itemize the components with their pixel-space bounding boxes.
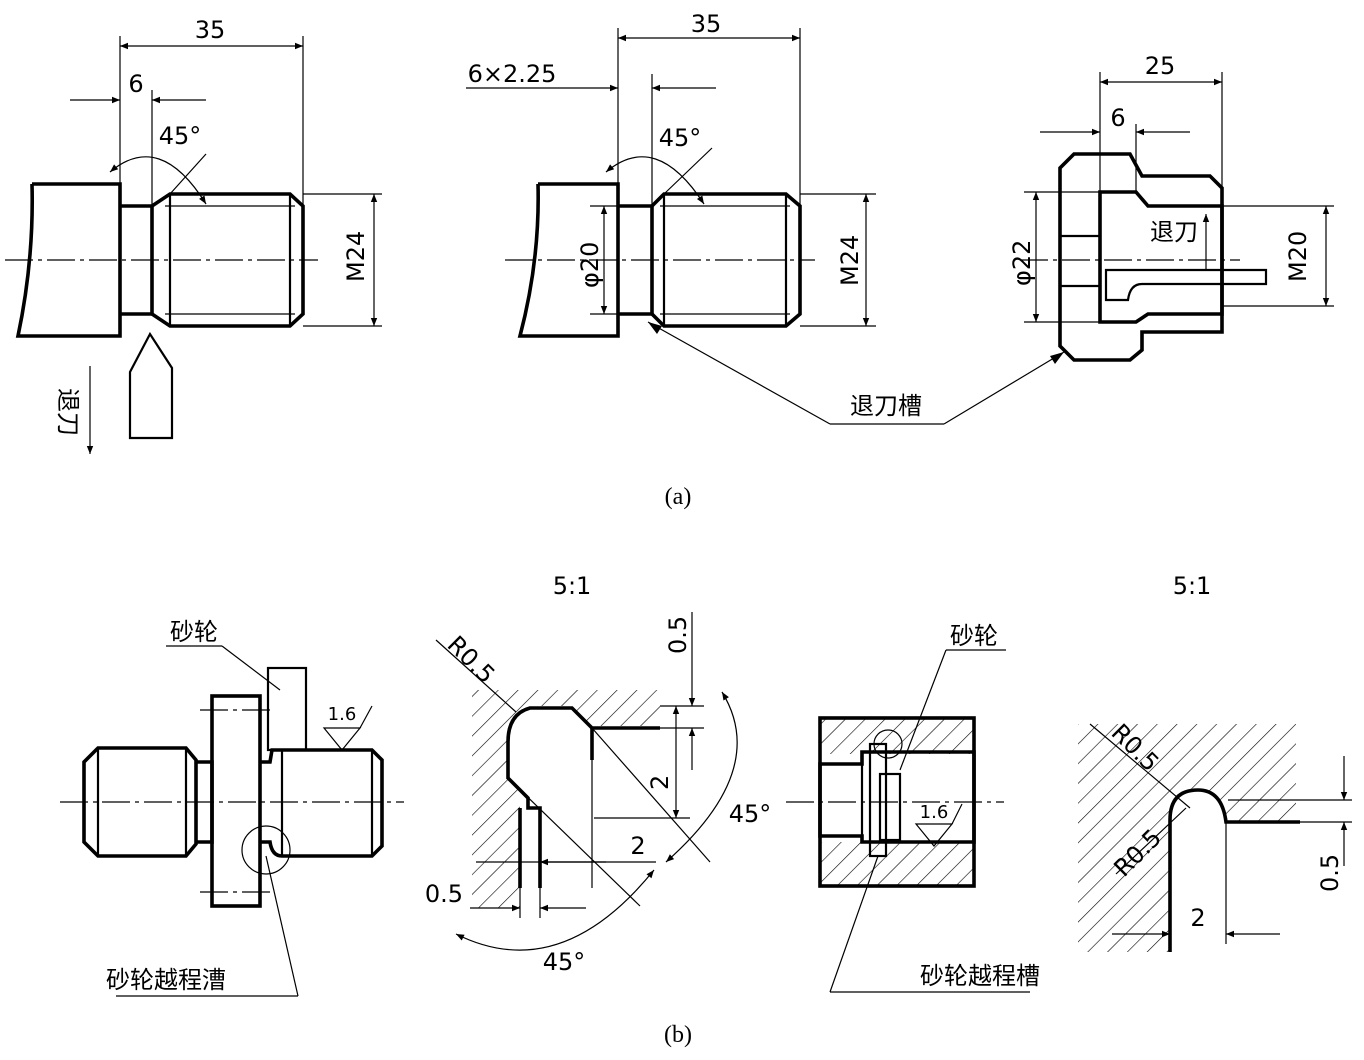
groove-label: 退刀槽 xyxy=(850,392,922,420)
roughness-hole: 1.6 xyxy=(920,802,949,823)
dim-35-left: 35 xyxy=(195,16,226,44)
wheel-label-hole: 砂轮 xyxy=(950,622,998,650)
groove-label-hole: 砂轮越程槽 xyxy=(920,962,1040,990)
dim-width-2-detail-2: 2 xyxy=(1190,904,1205,932)
radius-detail-1: R0.5 xyxy=(442,630,501,689)
dim-6-left: 6 xyxy=(128,70,143,98)
wheel-label-shaft: 砂轮 xyxy=(170,618,218,646)
thread-m20: M20 xyxy=(1284,231,1312,282)
retract-label-left: 退刀 xyxy=(54,388,82,436)
dim-25-right: 25 xyxy=(1145,52,1176,80)
angle-45-left: 45° xyxy=(159,122,202,150)
fig-b-hole: 砂轮 1.6 砂轮越程槽 xyxy=(786,622,1040,993)
fig-b-detail-1: 5:1 R0.5 0.5 2 2 0.5 45° 45° xyxy=(425,572,771,976)
fig-a-middle-shaft: 35 6×2.25 45° φ20 M24 xyxy=(466,10,876,338)
dim-35-middle: 35 xyxy=(691,10,722,38)
fig-a-right-nut: 退刀 25 6 φ22 M20 xyxy=(1008,52,1334,362)
dim-6-right: 6 xyxy=(1110,104,1125,132)
scale-detail-1: 5:1 xyxy=(553,572,592,600)
dim-depth-05-detail-2: 0.5 xyxy=(1316,854,1344,892)
groove-leader: 退刀槽 xyxy=(647,321,1065,425)
groove-label-shaft: 砂轮越程漕 xyxy=(106,966,226,994)
roughness-shaft: 1.6 xyxy=(328,704,357,725)
retract-label-right: 退刀 xyxy=(1150,218,1198,246)
angle-45-right: 45° xyxy=(729,800,772,828)
diameter-20: φ20 xyxy=(576,242,604,288)
fig-b-detail-2: 5:1 R0.5 R0.5 0.5 2 xyxy=(1078,572,1352,952)
dim-depth-2: 2 xyxy=(646,775,674,790)
caption-b: (b) xyxy=(664,1022,692,1048)
scale-detail-2: 5:1 xyxy=(1173,572,1212,600)
dim-bottom-05: 0.5 xyxy=(425,880,463,908)
diameter-22: φ22 xyxy=(1008,240,1036,286)
dim-width-2: 2 xyxy=(630,832,645,860)
dim-top-05: 0.5 xyxy=(664,616,692,654)
angle-45-middle: 45° xyxy=(659,124,702,152)
thread-m24-left: M24 xyxy=(342,231,370,282)
thread-m24-middle: M24 xyxy=(836,235,864,286)
fig-b-shaft: 砂轮 1.6 砂轮越程漕 xyxy=(60,618,404,997)
fig-a-left-shaft: 35 6 45° M24 退刀 xyxy=(5,16,382,454)
caption-a: (a) xyxy=(665,484,692,510)
angle-45-bottom: 45° xyxy=(543,948,586,976)
undercut-dim: 6×2.25 xyxy=(468,60,557,88)
